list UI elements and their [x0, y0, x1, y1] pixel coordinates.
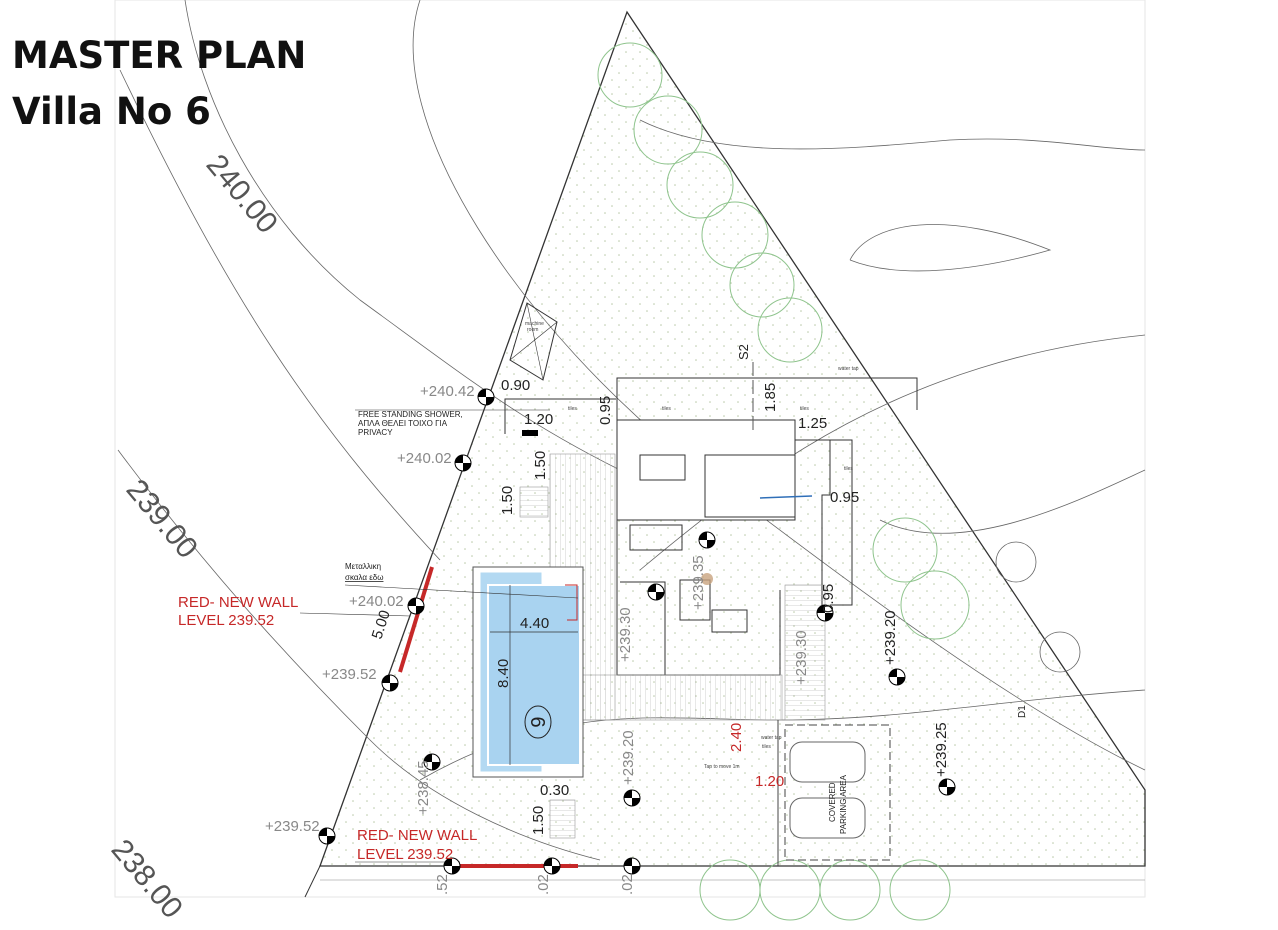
level-label: +238.45	[415, 760, 432, 815]
level-label: +239.30	[617, 607, 634, 662]
dimension-label: 1.50	[532, 451, 549, 480]
dimension-label: 1.25	[798, 415, 827, 432]
new-wall-level: LEVEL 239.52	[357, 846, 453, 863]
shower-note: ΑΠΛΑ ΘΕΛΕΙ ΤΟΙΧΟ ΓΙΑ	[358, 419, 448, 428]
contour-label-240: 240.00	[200, 148, 284, 240]
tiles-label: tiles	[800, 406, 809, 412]
dimension-label: 1.50	[530, 806, 547, 835]
new-wall-level: LEVEL 239.52	[178, 612, 274, 629]
level-label: +240.02	[397, 450, 452, 467]
steps-2	[549, 799, 576, 839]
plan-title: MASTER PLAN Villa No 6	[12, 28, 306, 140]
tap-move-note: Tap to move 1m	[704, 764, 740, 770]
dimension-label: 5.00	[369, 608, 394, 641]
machine-room-label-2: room	[527, 327, 538, 333]
parking-label-2: PARKING AREA	[839, 774, 848, 834]
sheet-border	[114, 0, 1146, 898]
new-wall-west	[398, 566, 434, 673]
section-label: S2	[736, 344, 751, 360]
machine-room: machine room	[509, 302, 558, 381]
new-wall-label: RED- NEW WALL	[178, 594, 298, 611]
shower-wall	[522, 430, 538, 436]
dimension-label: 0.95	[597, 396, 614, 425]
shower-note: FREE STANDING SHOWER,	[358, 410, 463, 419]
red-dimension-label: 2.40	[728, 723, 745, 752]
dimension-label: 1.50	[499, 486, 516, 515]
stair-line	[759, 495, 813, 499]
level-label: +240.02	[349, 593, 404, 610]
boundary-ext	[304, 865, 321, 898]
title-master-plan: MASTER PLAN	[12, 34, 307, 77]
trees	[597, 42, 970, 921]
contour-label-238: 238.00	[105, 833, 189, 925]
level-label: +239.52	[322, 666, 377, 683]
tiles-label: tiles	[762, 744, 771, 750]
dimension-label: 0.90	[501, 377, 530, 394]
title-villa: Villa No 6	[12, 90, 211, 133]
level-label: +239.52	[265, 818, 320, 835]
dimension-label: 8.40	[495, 659, 512, 688]
level-label: .02	[619, 874, 636, 895]
covered-parking: COVERED PARKING AREA	[784, 724, 891, 861]
dimension-label: 4.40	[520, 615, 549, 632]
house-outline	[504, 377, 918, 676]
level-label: .52	[434, 874, 451, 895]
parking-label-1: COVERED	[828, 782, 837, 822]
pool-number: 6	[526, 716, 548, 727]
level-dot	[701, 573, 713, 585]
dimension-label: 0.95	[820, 584, 837, 613]
machine-room-label: machine	[525, 321, 544, 327]
new-wall-label: RED- NEW WALL	[357, 827, 477, 844]
tiles-label: tiles	[662, 406, 671, 412]
level-label: +239.20	[620, 730, 637, 785]
dimension-label: 0.30	[540, 782, 569, 799]
leader-1	[299, 612, 411, 617]
leader-3	[344, 584, 579, 599]
tiles-label: tiles	[844, 466, 853, 472]
level-label: +239.20	[882, 610, 899, 665]
level-label: +240.42	[420, 383, 475, 400]
stairs-note: σκαλα εδω	[345, 573, 383, 582]
contour-label-239: 239.00	[120, 473, 204, 565]
deck-east-stairs	[784, 584, 826, 721]
level-label: +239.30	[793, 630, 810, 685]
dimension-label: 1.85	[762, 383, 779, 412]
pool: 6	[472, 566, 584, 778]
water-tap-label: water tap	[761, 735, 782, 741]
detail-label: D1	[1017, 705, 1028, 718]
dimension-label: 0.95	[830, 489, 859, 506]
dimension-label: 1.20	[524, 411, 553, 428]
plot-boundary	[319, 10, 1146, 867]
level-label: .02	[535, 874, 552, 895]
level-label: +239.35	[690, 555, 707, 610]
stairs-note: Μεταλλικη	[345, 562, 381, 571]
level-label: +239.25	[933, 722, 950, 777]
tiles-label: tiles	[568, 406, 577, 412]
shrubs	[995, 541, 1081, 673]
steps-1	[519, 486, 549, 518]
water-tap-label: water tap	[838, 366, 859, 372]
red-dimension-label: 1.20	[755, 773, 784, 790]
deck-south	[581, 674, 783, 721]
shower-note: PRIVACY	[358, 428, 393, 437]
